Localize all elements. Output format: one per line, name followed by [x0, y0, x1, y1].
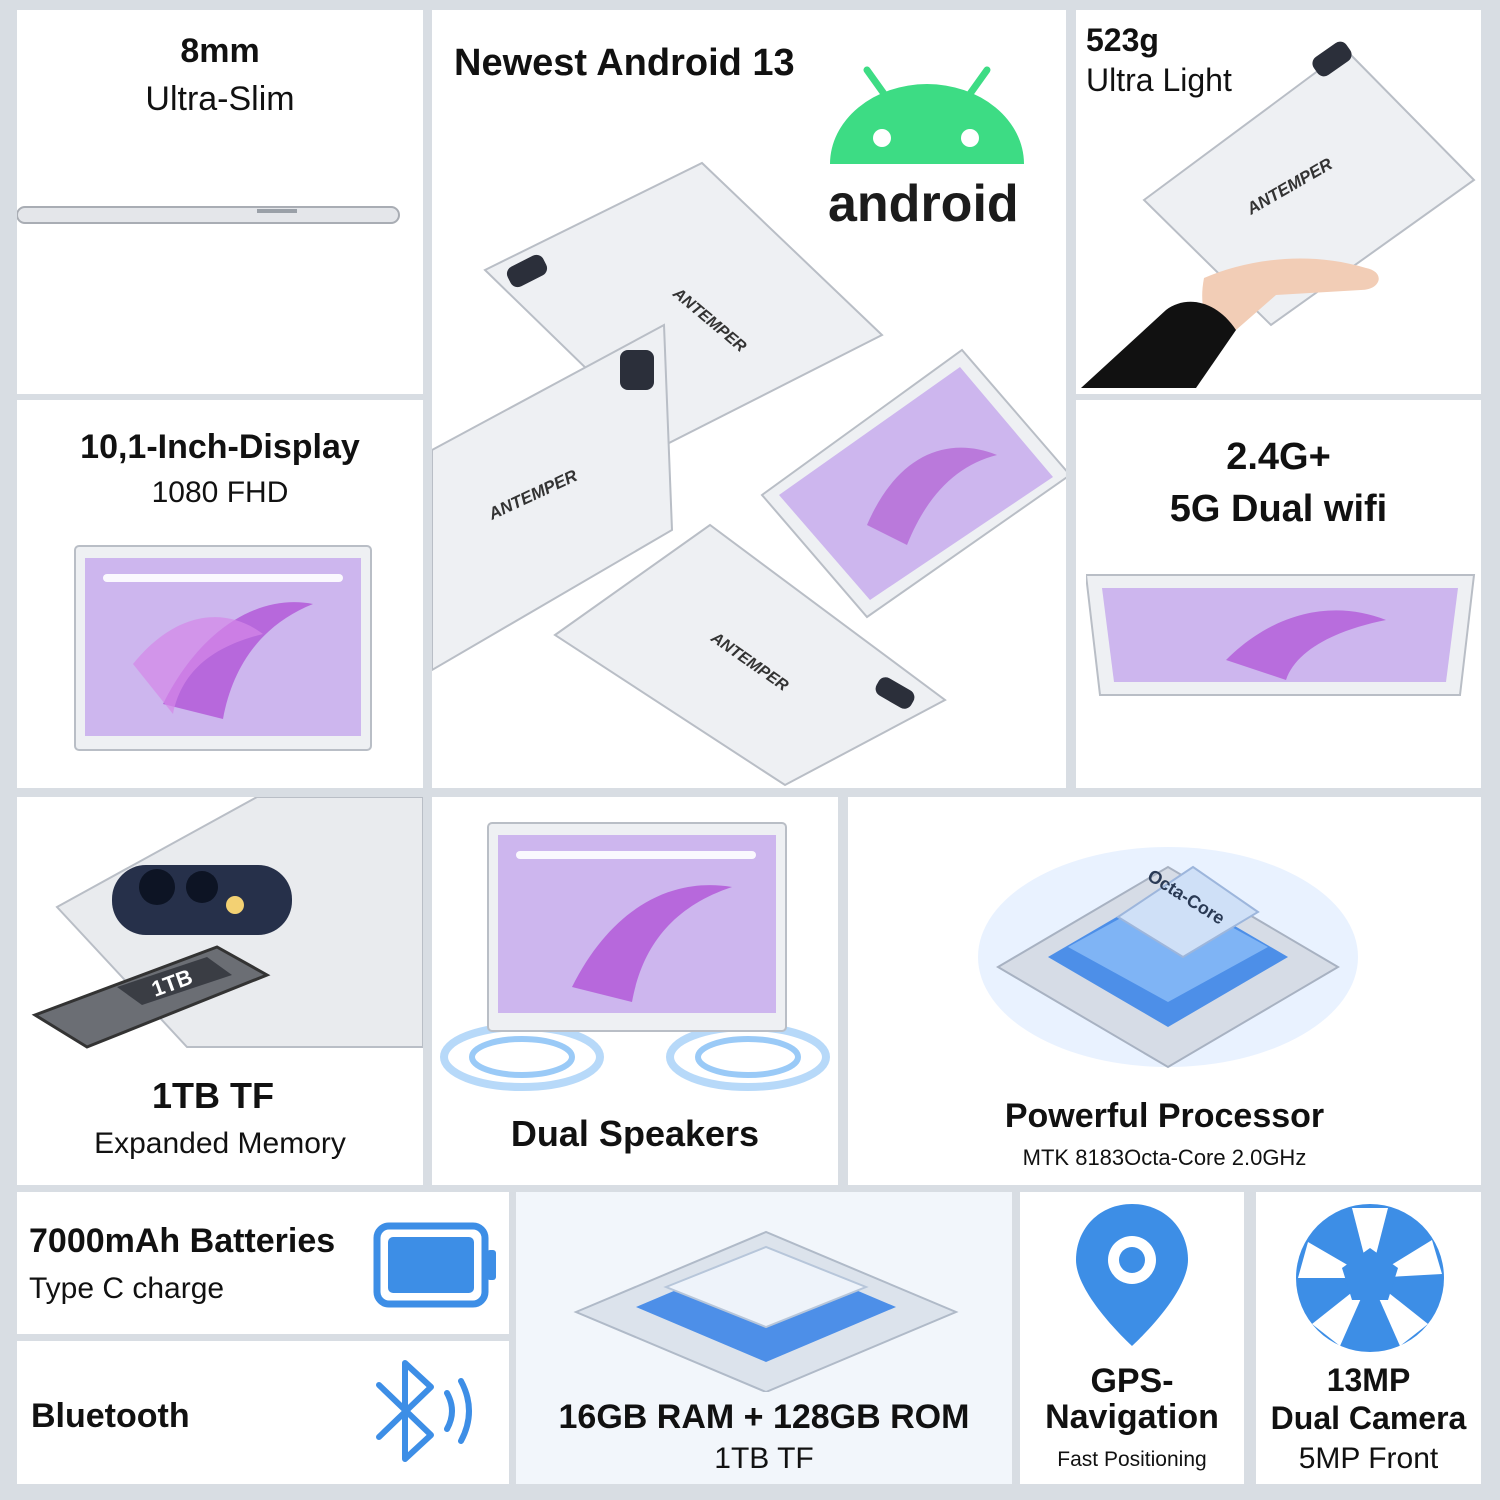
weight-label: Ultra Light [1086, 62, 1232, 98]
android-logo-text: android [828, 175, 1019, 233]
memory-chip-image [573, 1230, 959, 1392]
memory-value: 1TB TF [152, 1075, 274, 1116]
gps-line-2: Navigation [1045, 1398, 1219, 1436]
sd-card-tray-image: 1TB [31, 797, 423, 1049]
battery-panel: 7000mAh Batteries Type C charge [17, 1192, 509, 1334]
processor-title: Powerful Processor [1004, 1097, 1325, 1135]
bluetooth-title: Bluetooth [31, 1397, 190, 1435]
camera-subtitle: 5MP Front [1298, 1442, 1439, 1475]
camera-panel: 13MP Dual Camera 5MP Front [1256, 1192, 1481, 1484]
processor-panel: Octa-Core Powerful Processor MTK 8183Oct… [848, 797, 1481, 1185]
camera-line-1: 13MP [1326, 1362, 1411, 1398]
android-title: Newest Android 13 [454, 42, 795, 84]
camera-aperture-icon [1296, 1204, 1444, 1352]
tablet-wifi-image [1086, 574, 1476, 696]
ram-title: 16GB RAM + 128GB ROM [558, 1398, 970, 1436]
battery-subtitle: Type C charge [29, 1272, 225, 1305]
display-subtitle: 1080 FHD [151, 476, 289, 509]
camera-line-2: Dual Camera [1270, 1400, 1467, 1436]
slim-value: 8mm [180, 32, 260, 70]
speakers-title: Dual Speakers [510, 1113, 760, 1154]
weight-value: 523g [1086, 22, 1159, 58]
speakers-panel: Dual Speakers [432, 797, 838, 1185]
gps-line-1: GPS- [1090, 1362, 1174, 1400]
bluetooth-panel: Bluetooth [17, 1341, 509, 1484]
tablet-back-image-2: ANTEMPER [432, 323, 674, 672]
display-title: 10,1-Inch-Display [80, 428, 360, 466]
wifi-panel: 2.4G+ 5G Dual wifi [1076, 400, 1481, 788]
battery-icon [373, 1222, 496, 1308]
battery-title: 7000mAh Batteries [29, 1222, 336, 1260]
tablet-back-image-1: ANTEMPER [483, 161, 884, 447]
gps-subtitle: Fast Positioning [1057, 1448, 1207, 1471]
display-panel: 10,1-Inch-Display 1080 FHD [17, 400, 423, 788]
tablet-display-image [74, 545, 372, 751]
ram-panel: 16GB RAM + 128GB ROM 1TB TF [516, 1192, 1012, 1484]
memory-panel: 1TB 1TB TF Expanded Memory [17, 797, 423, 1185]
tablet-speakers-image [440, 822, 830, 1091]
processor-chip-image: Octa-Core [978, 847, 1358, 1069]
tablet-front-image [760, 348, 1066, 619]
gps-panel: GPS- Navigation Fast Positioning [1020, 1192, 1244, 1484]
memory-label: Expanded Memory [94, 1127, 346, 1160]
tablet-side-profile-image [17, 206, 400, 224]
wifi-line-1: 2.4G+ [1226, 436, 1331, 478]
tablet-back-image-3: ANTEMPER [553, 523, 947, 787]
bluetooth-icon [376, 1360, 472, 1462]
location-pin-icon [1076, 1204, 1188, 1346]
hand-holding-tablet-image: ANTEMPER [1081, 41, 1476, 388]
slim-panel: 8mm Ultra-Slim [17, 10, 423, 394]
wifi-line-2: 5G Dual wifi [1169, 488, 1388, 530]
weight-panel: 523g Ultra Light ANTEMPER [1076, 10, 1481, 394]
ram-subtitle: 1TB TF [714, 1442, 814, 1475]
processor-subtitle: MTK 8183Octa-Core 2.0GHz [1022, 1145, 1307, 1170]
slim-label: Ultra-Slim [145, 80, 295, 118]
android-robot-icon [830, 66, 1024, 164]
android-panel: Newest Android 13 android ANTEMPER ANTEM… [432, 10, 1066, 788]
